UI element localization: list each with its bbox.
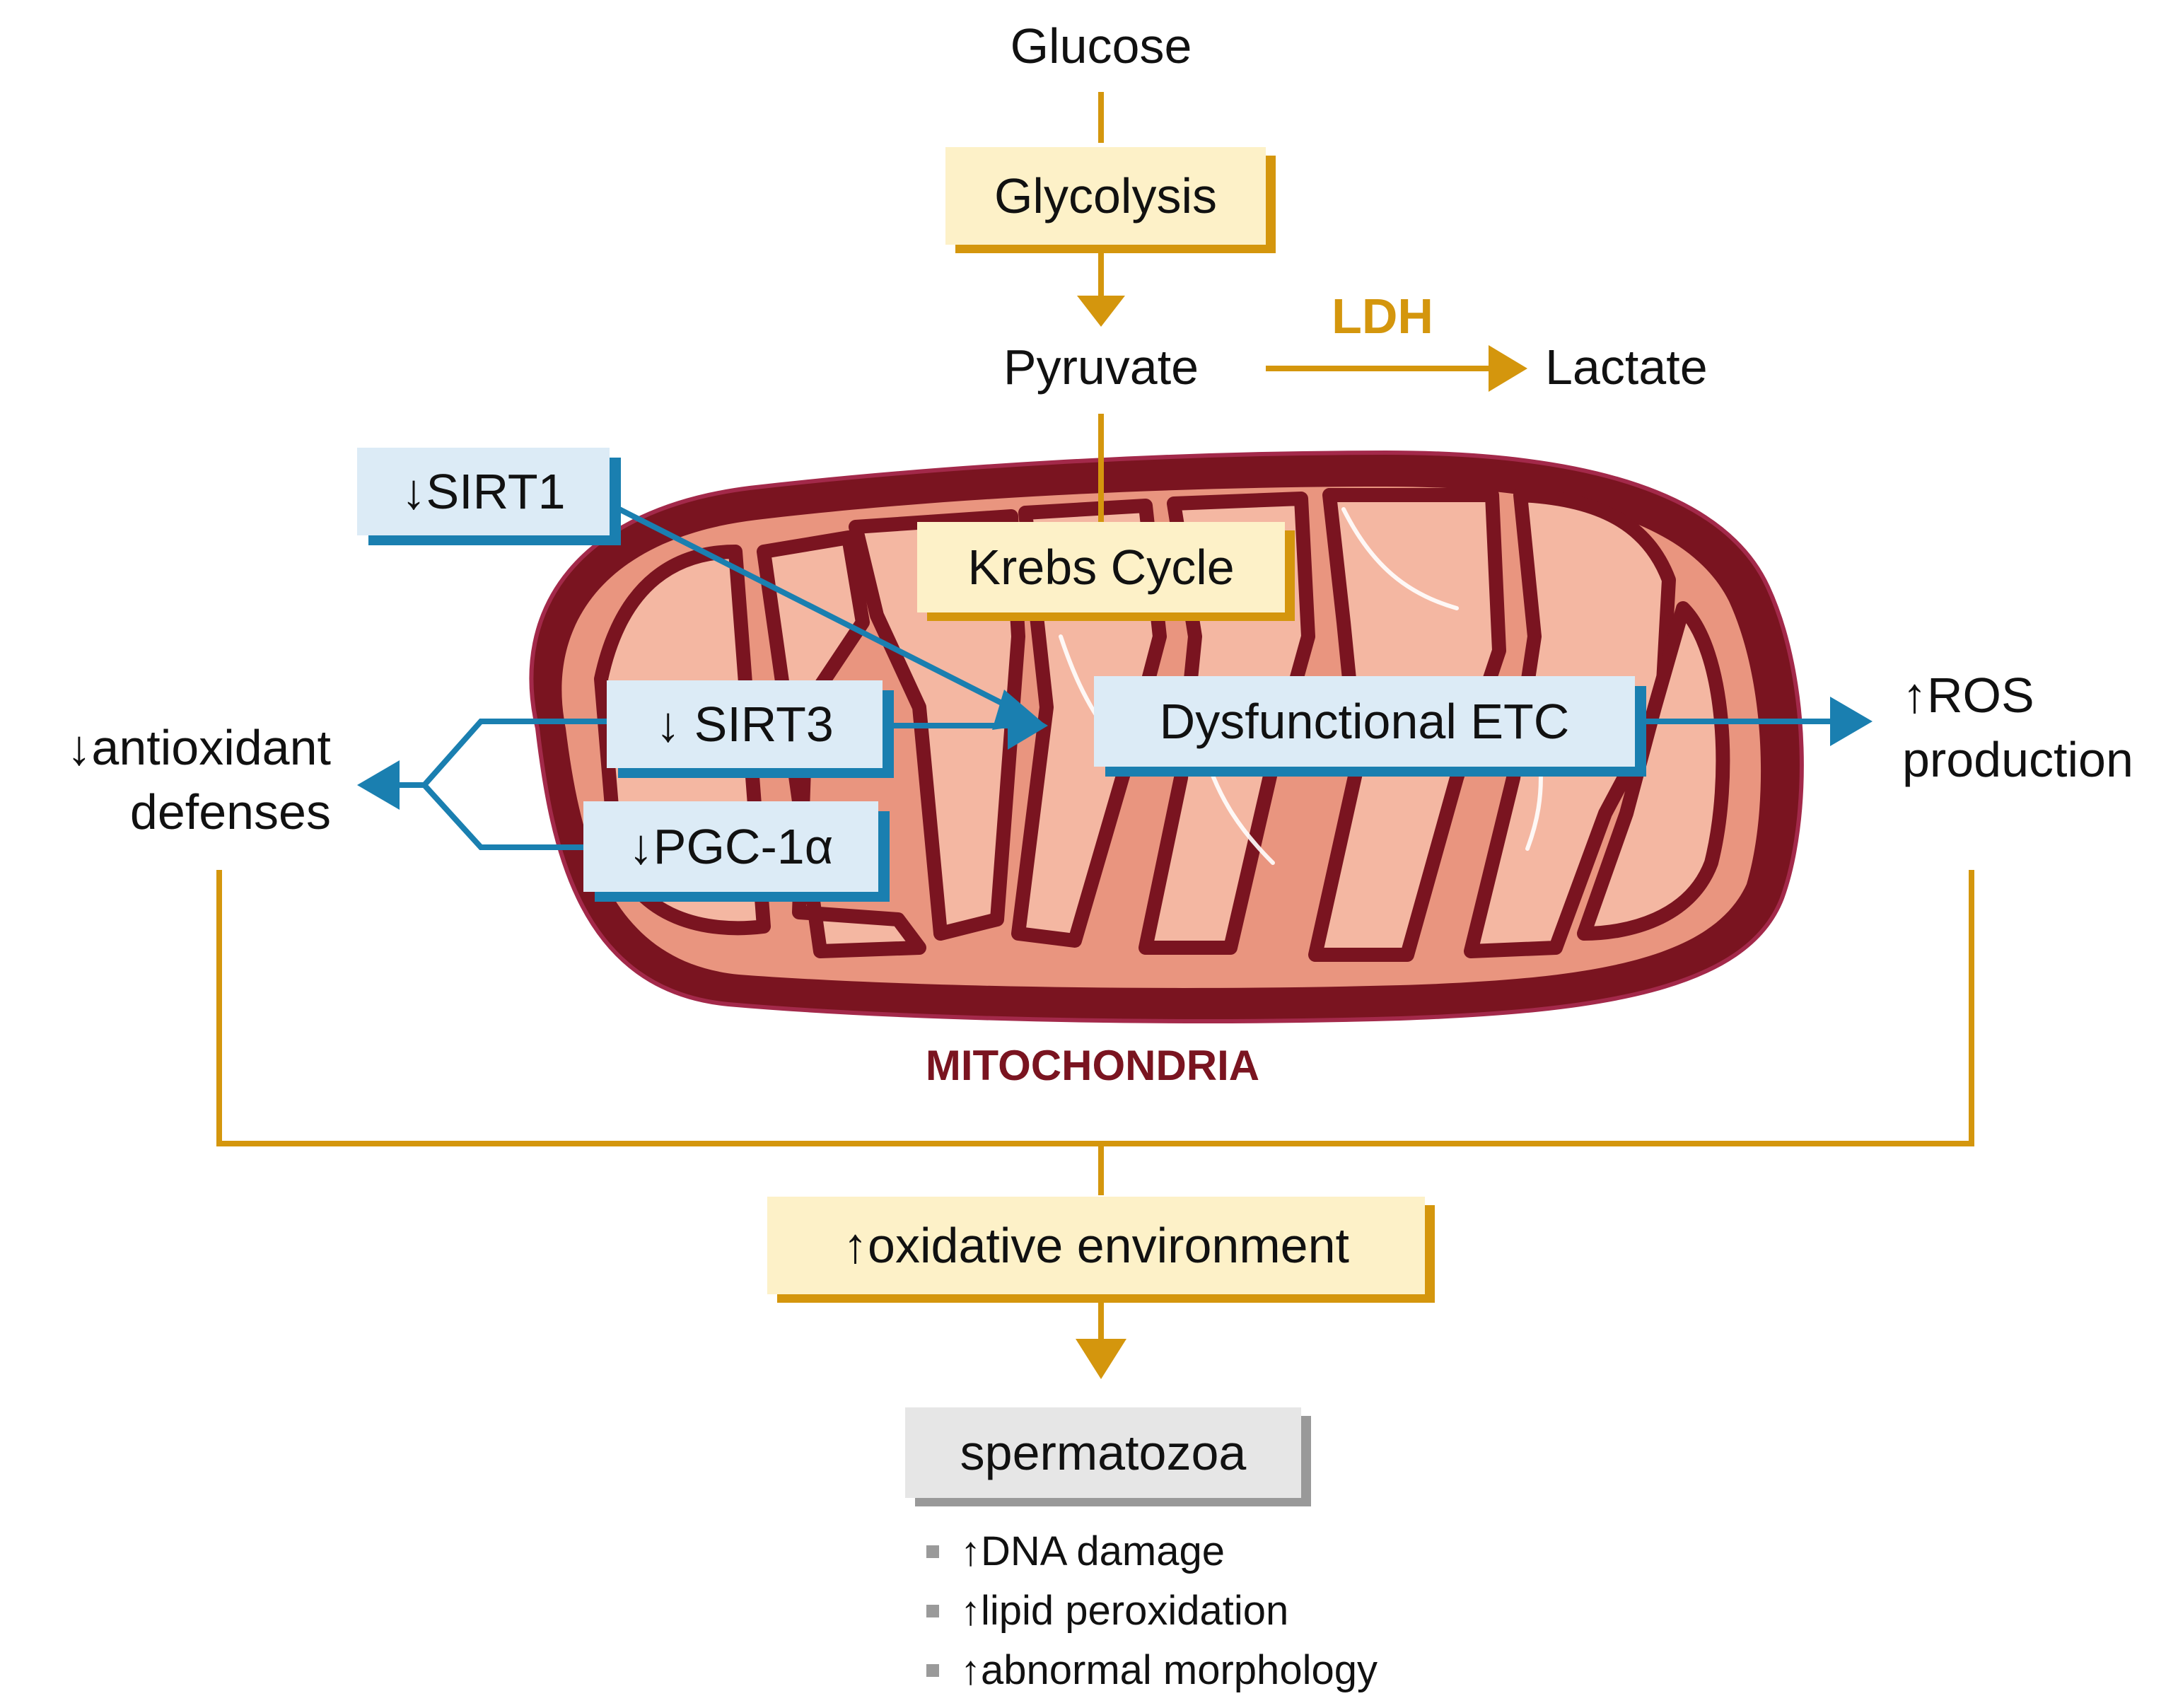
arrowhead-to-spermatozoa <box>1076 1339 1126 1379</box>
glycolysis-label: Glycolysis <box>994 168 1218 223</box>
bullet-square-icon <box>926 1664 939 1677</box>
antioxidant-line-2: defenses <box>129 784 331 840</box>
sirt1-box: ↓SIRT1 <box>357 448 610 535</box>
effect-text: ↑abnormal morphology <box>960 1647 1378 1693</box>
connector-sirt1-etc <box>608 501 1025 717</box>
effect-item: ↑DNA damage <box>926 1522 1378 1581</box>
gold-connectors <box>216 92 1974 1340</box>
krebs-cycle-label: Krebs Cycle <box>967 540 1235 595</box>
krebs-cycle-box: Krebs Cycle <box>917 522 1285 612</box>
mitochondria-label: MITOCHONDRIA <box>925 1042 1260 1089</box>
effect-text: ↑lipid peroxidation <box>960 1588 1289 1634</box>
ros-label: ↑ROS production <box>1902 663 2133 792</box>
arrowhead-to-ros <box>1830 697 1873 746</box>
connector-pgc1a-antioxidant <box>422 783 583 850</box>
blue-arrowheads <box>357 690 1873 810</box>
sirt1-label: ↓SIRT1 <box>401 464 566 519</box>
arrowhead-to-pyruvate <box>1077 296 1125 327</box>
glucose-label: Glucose <box>1010 18 1192 74</box>
etc-box: Dysfunctional ETC <box>1094 676 1635 767</box>
crista-chamber <box>1577 601 1730 941</box>
pgc1a-box: ↓PGC-1α <box>583 801 878 892</box>
bullet-square-icon <box>926 1605 939 1617</box>
sirt3-box: ↓ SIRT3 <box>607 680 883 768</box>
glycolysis-box: Glycolysis <box>945 147 1266 245</box>
oxidative-environment-box: ↑oxidative environment <box>767 1197 1425 1294</box>
connector-sirt3-antioxidant <box>422 719 607 787</box>
effect-item: ↑lipid peroxidation <box>926 1581 1378 1641</box>
effect-item: ↑abnormal morphology <box>926 1641 1378 1700</box>
ldh-label: LDH <box>1332 289 1433 344</box>
oxidative-environment-label: ↑oxidative environment <box>843 1218 1349 1273</box>
connector-bracket <box>216 870 1974 1146</box>
spermatozoa-box: spermatozoa <box>905 1407 1301 1498</box>
lactate-label: Lactate <box>1545 339 1708 395</box>
blue-connectors <box>396 501 1833 850</box>
spermatozoa-effects-list: ↑DNA damage ↑lipid peroxidation ↑abnorma… <box>926 1522 1378 1700</box>
antioxidant-label: ↓antioxidant defenses <box>20 716 331 844</box>
bullet-square-icon <box>926 1545 939 1558</box>
arrowhead-to-antioxidant <box>357 760 400 810</box>
arrowhead-to-etc-from-sirt3 <box>1008 702 1048 750</box>
ros-line-1: ↑ROS <box>1902 668 2034 723</box>
pyruvate-label: Pyruvate <box>1003 339 1199 395</box>
ros-line-2: production <box>1902 732 2133 787</box>
pgc1a-label: ↓PGC-1α <box>628 819 834 874</box>
gold-arrowheads <box>1076 296 1527 1379</box>
sirt3-label: ↓ SIRT3 <box>656 697 834 752</box>
etc-label: Dysfunctional ETC <box>1159 694 1570 749</box>
effect-text: ↑DNA damage <box>960 1528 1225 1574</box>
spermatozoa-label: spermatozoa <box>960 1425 1247 1480</box>
arrowhead-to-lactate <box>1489 345 1527 392</box>
antioxidant-line-1: ↓antioxidant <box>66 720 331 775</box>
